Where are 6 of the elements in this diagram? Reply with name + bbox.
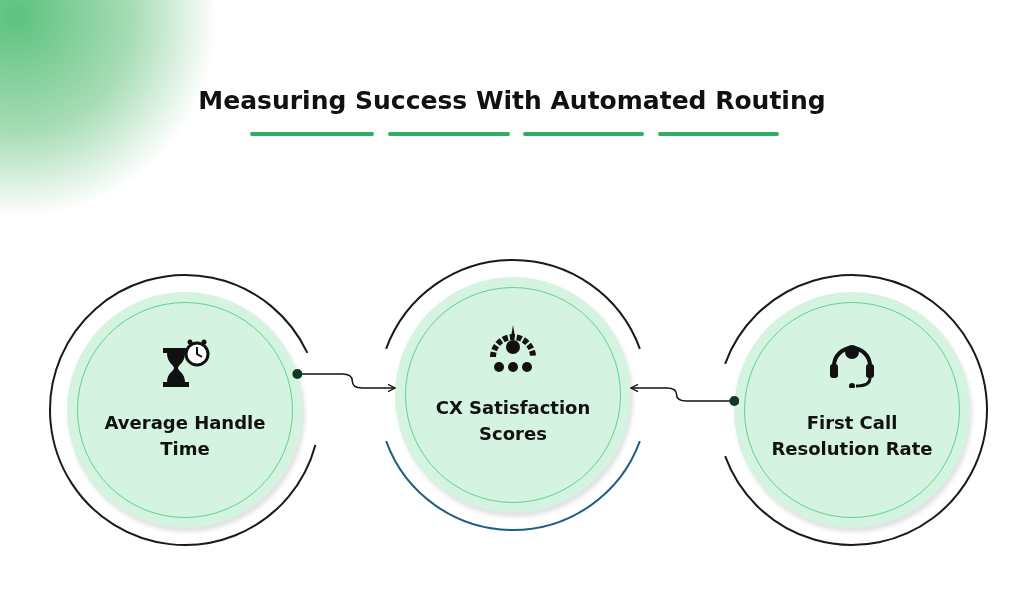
metric-label: Average Handle Time [103,411,267,461]
arrow [292,369,396,393]
metric-label: CX Satisfaction Scores [434,396,592,446]
arrow [630,383,740,406]
title: Measuring Success With Automated Routing [197,86,827,115]
metric-label: First Call Resolution Rate [770,411,934,461]
